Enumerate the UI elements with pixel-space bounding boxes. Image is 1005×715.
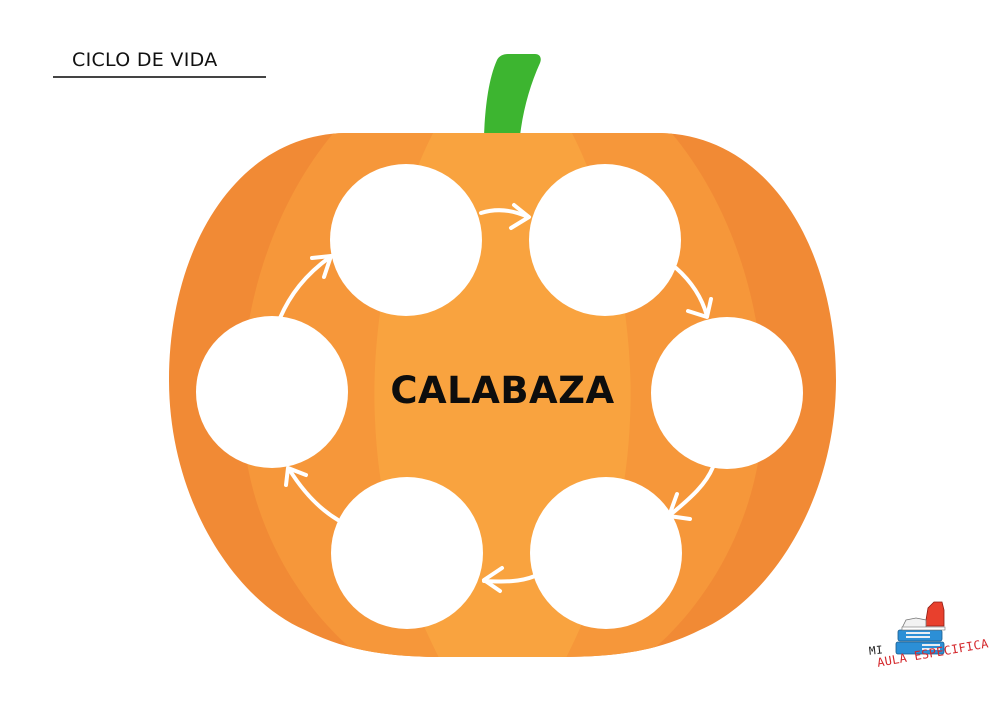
- center-label: CALABAZA: [390, 369, 615, 412]
- cycle-arrows: [278, 203, 715, 593]
- stage-slot-right[interactable]: [651, 317, 803, 469]
- title-underline: [53, 76, 266, 78]
- arrow-top-icon: [479, 203, 531, 230]
- page-title: CICLO DE VIDA: [72, 49, 218, 71]
- arrow-left-lower-icon: [284, 466, 340, 522]
- arrow-bottom-icon: [482, 566, 537, 593]
- stage-slot-bottom-left[interactable]: [331, 477, 483, 629]
- sneaker-on-books-icon: [895, 601, 946, 655]
- arrow-right-upper-icon: [674, 266, 713, 319]
- pumpkin-stem: [484, 54, 541, 136]
- stage-slot-bottom-right[interactable]: [530, 477, 682, 629]
- stage-slot-left[interactable]: [196, 316, 348, 468]
- brand-logo: MI AULA ESPECIFICA: [846, 596, 990, 692]
- stage-slot-top-left[interactable]: [330, 164, 482, 316]
- stage-slot-top-right[interactable]: [529, 164, 681, 316]
